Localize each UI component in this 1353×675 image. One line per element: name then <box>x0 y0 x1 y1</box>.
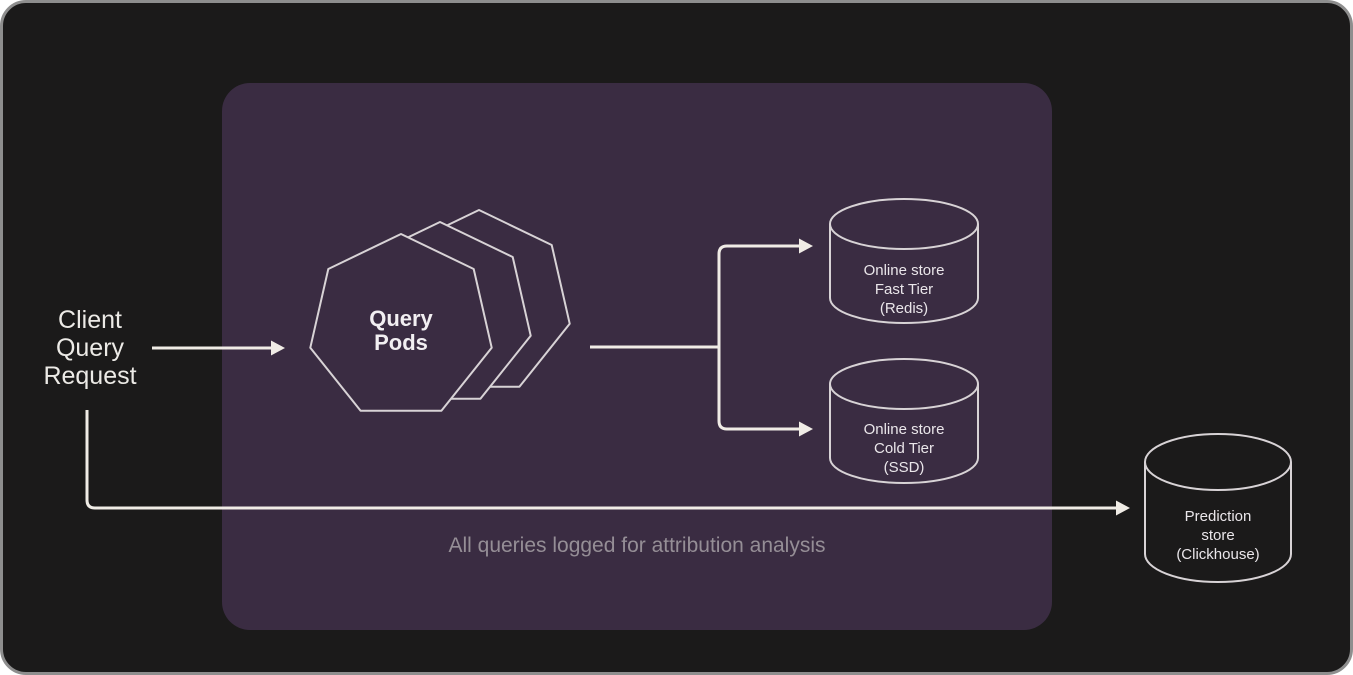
cold-tier-cylinder-icon <box>829 358 979 484</box>
arrowhead-to-cold-tier <box>799 421 813 437</box>
logging-caption: All queries logged for attribution analy… <box>448 534 826 557</box>
prediction-store-cylinder-icon <box>1144 433 1292 583</box>
online-store-cold-tier-label: Online store Cold Tier (SSD) <box>863 421 945 476</box>
arrow-client-to-prediction-store <box>85 410 1116 510</box>
arrow-junction-to-fast-tier <box>717 244 799 347</box>
online-store-fast-tier-label: Online store Fast Tier (Redis) <box>863 262 945 317</box>
prediction-store-label: Prediction store (Clickhouse) <box>1176 508 1260 563</box>
arrowhead-to-prediction-store <box>1116 500 1130 516</box>
query-pods-heptagon-stack <box>309 209 571 412</box>
connector-lines <box>85 244 1116 510</box>
arrowhead-to-pods <box>271 340 285 356</box>
arrowheads <box>271 238 1130 516</box>
query-pods-label: Query Pods <box>369 306 433 355</box>
arrow-junction-to-cold-tier <box>717 347 799 431</box>
heptagon-front <box>309 233 493 412</box>
client-query-request-label: Client Query Request <box>43 306 137 390</box>
arrowhead-to-fast-tier <box>799 238 813 254</box>
fast-tier-cylinder-icon <box>829 198 979 324</box>
